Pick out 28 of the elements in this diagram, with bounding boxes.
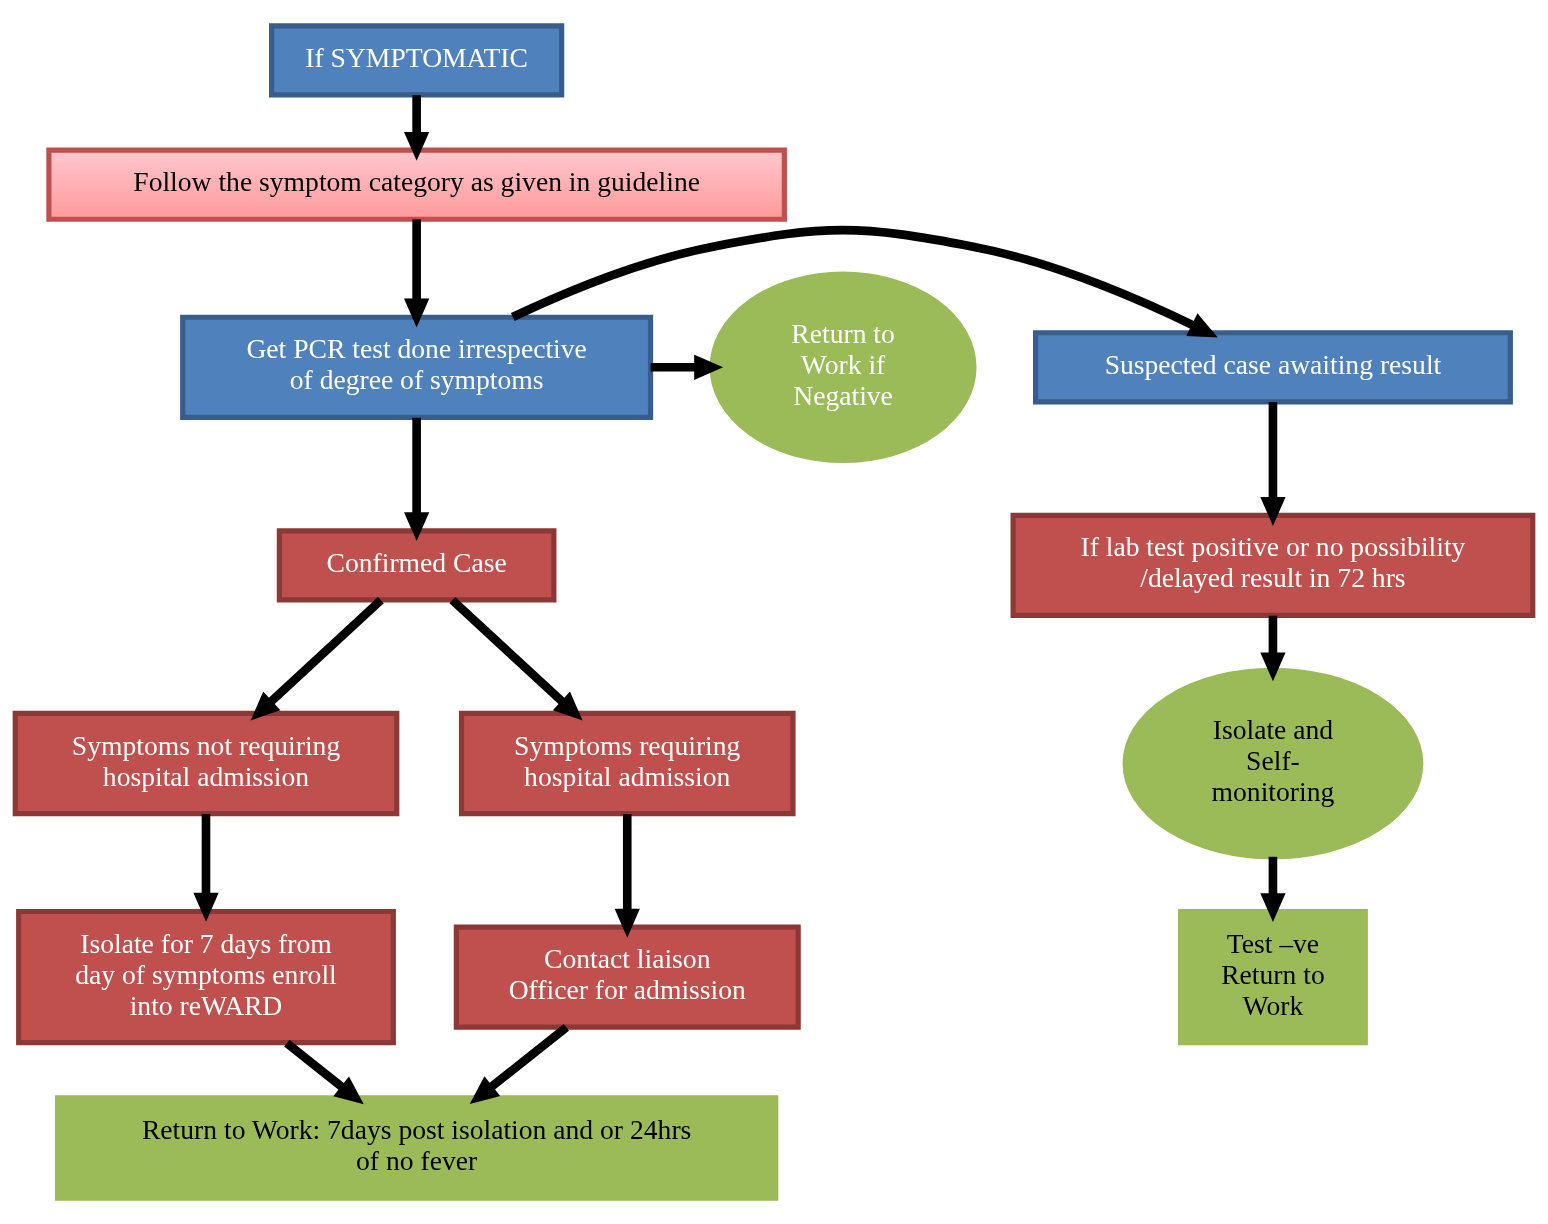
node-box: Get PCR test done irrespective of degree of symptoms [180,314,654,420]
arrow [193,813,219,922]
arrow [614,813,640,938]
node-ellipse: Isolate and Self-monitoring [1122,667,1424,860]
node-box: Return to Work: 7days post isolation and or 24hrs of no fever [54,1095,779,1201]
arrow [403,417,430,542]
node-box: Symptoms requiring hospital admission [458,710,796,817]
arrow [469,1023,569,1105]
arrow [1260,615,1286,682]
arrow [284,1039,364,1105]
arrow [403,95,430,161]
node-box: Isolate for 7 days from day of symptoms enroll into reWARD [16,908,396,1046]
node-box: Symptoms not requiring hospital admission [12,710,400,817]
arrow [1260,402,1286,526]
arrow [510,225,1218,338]
node-box: If lab test positive or no possibility /delayed result in 72 hrs [1010,512,1536,619]
arrow [1260,856,1286,923]
node-box: Test –ve Return to Work [1178,908,1368,1046]
node-box: If SYMPTOMATIC [269,23,565,98]
arrow [650,354,724,380]
node-ellipse: Return to Work if Negative [709,271,977,464]
node-box: Confirmed Case [276,528,557,603]
node-box: Follow the symptom category as given in guideline [46,147,787,222]
node-box: Suspected case awaiting result [1032,330,1513,405]
arrow [403,219,430,328]
node-box: Contact liaison Officer for admission [453,924,801,1030]
arrow [449,596,583,721]
arrow [250,596,384,721]
